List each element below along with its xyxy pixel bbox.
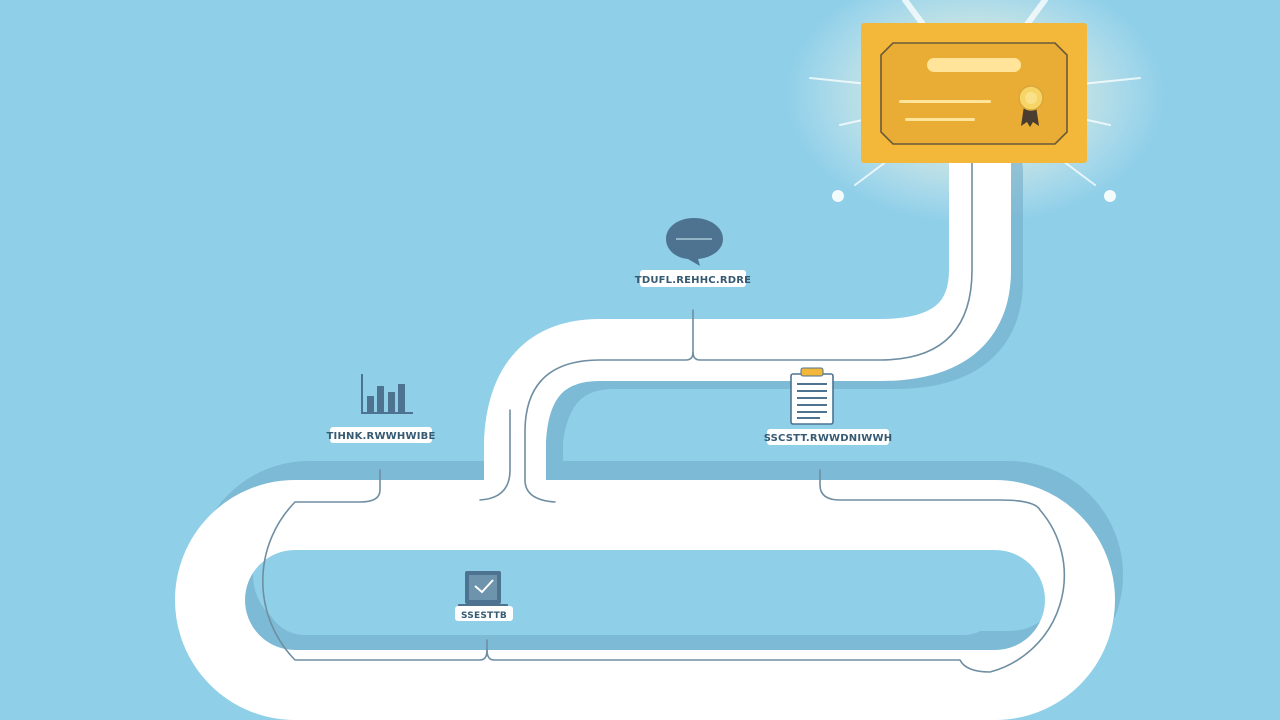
svg-text:TIHNK.RWWHWIBE: TIHNK.RWWHWIBE <box>327 431 436 442</box>
road-track-lines <box>261 159 1066 673</box>
bar-chart-icon <box>361 374 413 414</box>
laptop-icon <box>458 571 508 607</box>
svg-text:SSESTTB: SSESTTB <box>461 611 507 621</box>
milestone-label-document: SSCSTT.RWWDNIWWH <box>764 429 893 445</box>
svg-text:SSCSTT.RWWDNIWWH: SSCSTT.RWWDNIWWH <box>764 433 893 444</box>
milestone-label-bar-chart: TIHNK.RWWHWIBE <box>327 427 436 443</box>
road-inner-lake <box>265 555 1003 635</box>
award-seal-icon <box>1018 85 1044 127</box>
milestone-label-speech-bubble: TDUFL.REHHC.RDRE <box>635 270 751 287</box>
road-path <box>175 119 1115 720</box>
svg-text:TDUFL.REHHC.RDRE: TDUFL.REHHC.RDRE <box>635 275 751 286</box>
certificate-icon <box>861 23 1087 163</box>
milestone-label-laptop: SSESTTB <box>455 606 513 621</box>
document-icon <box>790 367 834 425</box>
speech-bubble-icon <box>666 218 723 266</box>
